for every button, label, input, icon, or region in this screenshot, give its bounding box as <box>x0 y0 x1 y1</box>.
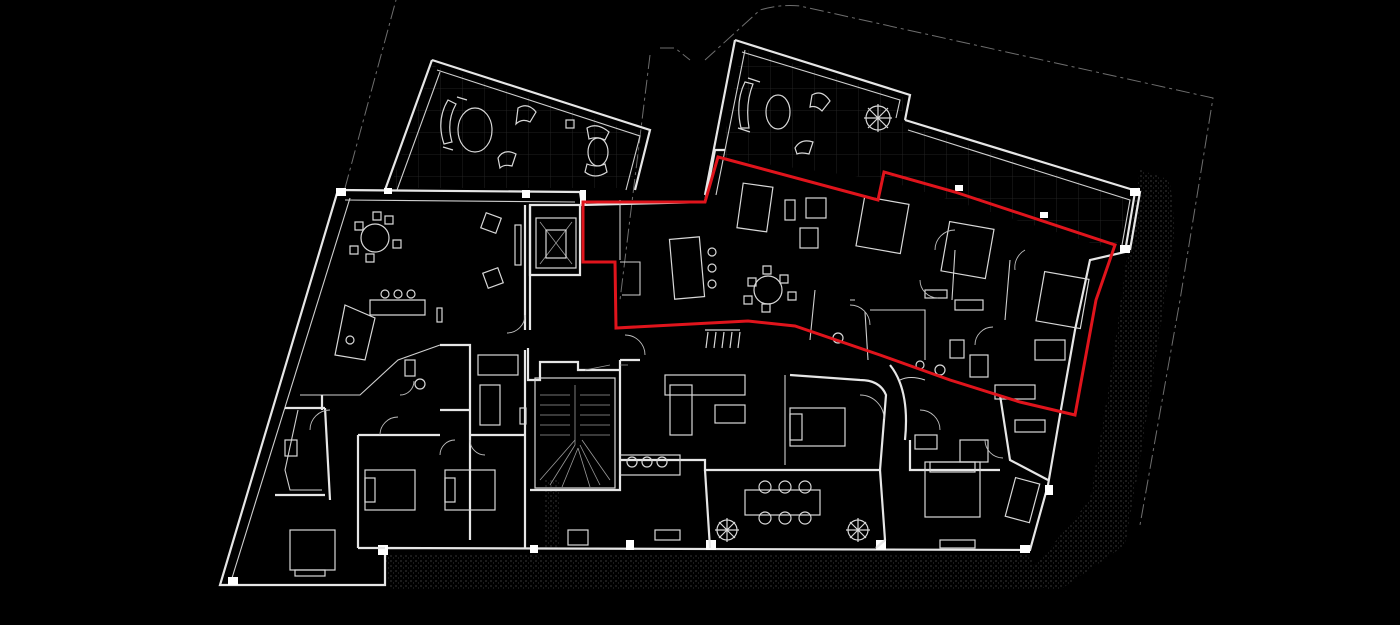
site-boundary <box>344 0 1214 526</box>
terrace-left <box>383 58 652 191</box>
apartment-right <box>899 376 1049 549</box>
terrace-right <box>703 38 1142 251</box>
elevator-core <box>528 203 582 277</box>
landscape-hatching <box>385 170 1175 590</box>
stair-core <box>526 348 622 492</box>
apartment-left <box>275 205 532 577</box>
apartment-center <box>567 358 888 549</box>
highlighted-unit-outline <box>581 155 1117 417</box>
